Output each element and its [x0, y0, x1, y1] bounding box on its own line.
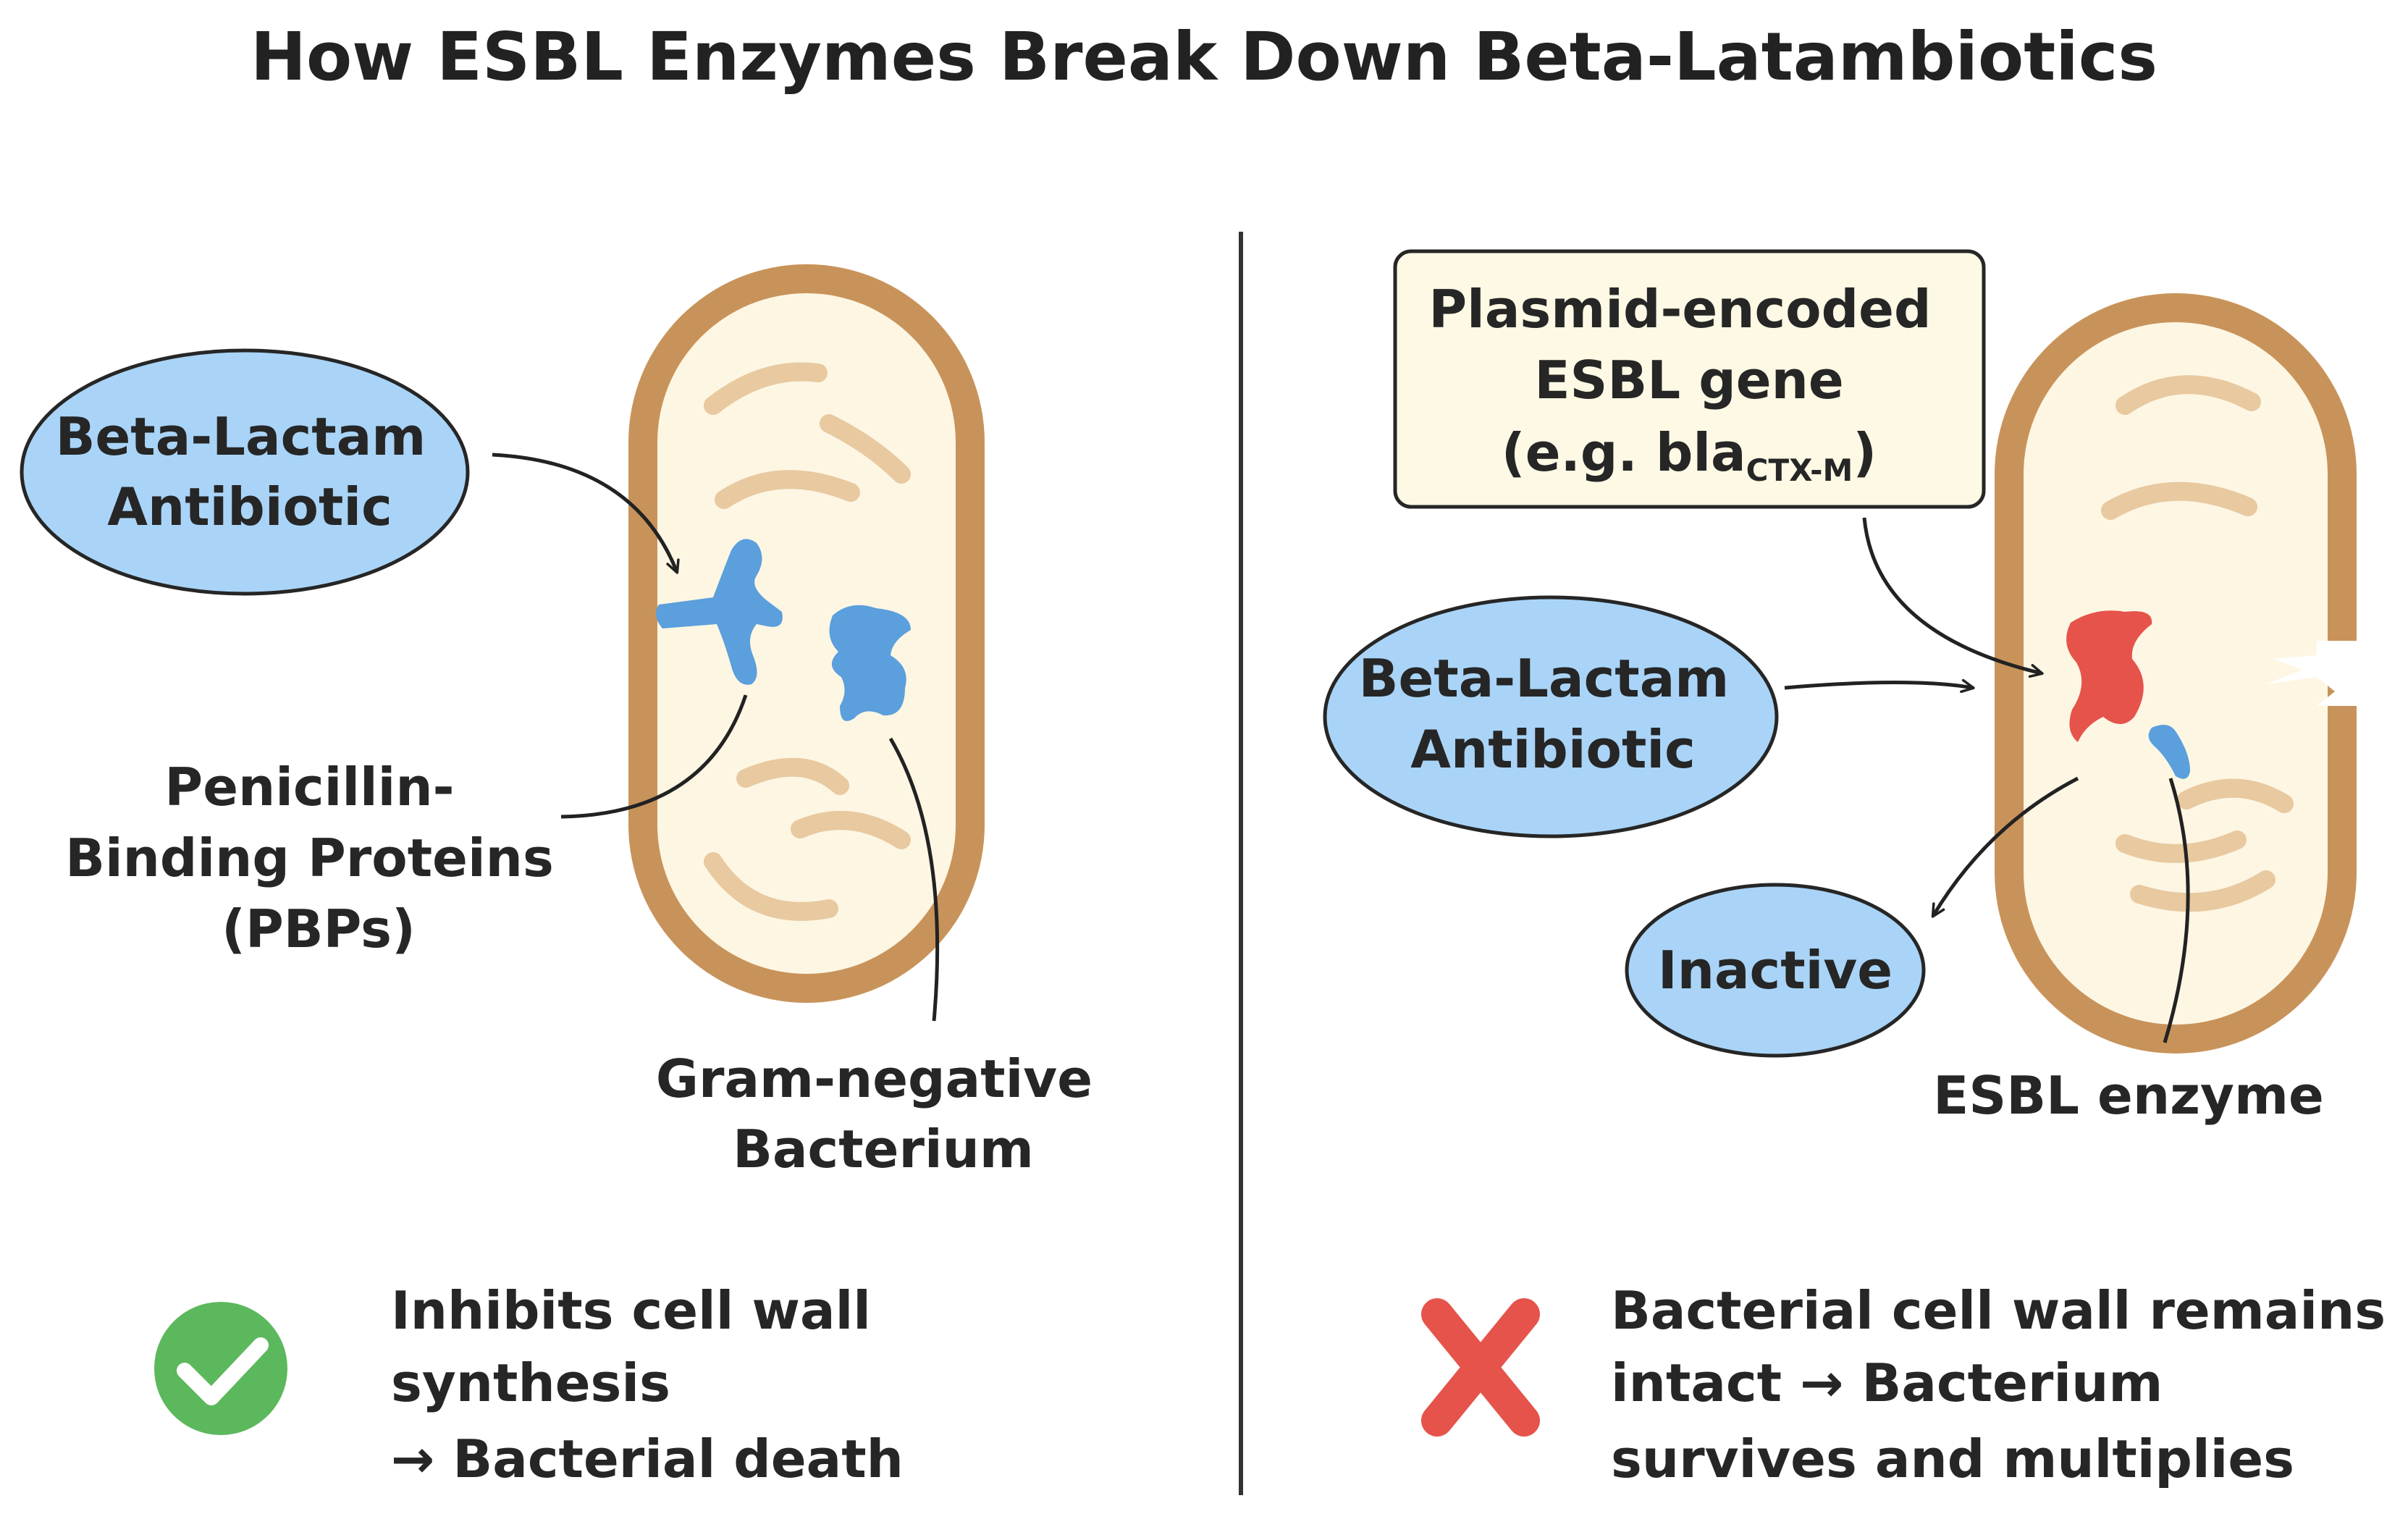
- pbp-label-line1: Penicillin-: [164, 757, 454, 817]
- antibiotic-to-enzyme-arrow: [1784, 678, 1975, 694]
- svg-text:Beta-Lactam Antibiotic: Beta-Lactam Antibiotic: [56, 406, 445, 537]
- gene-box-line3: (e.g. blaCTX-M): [1502, 422, 1877, 488]
- right-panel: Plasmid-encoded ESBL gene (e.g. blaCTX-M…: [1323, 249, 2404, 1489]
- pbp-protein-icon: [656, 539, 783, 685]
- gene-box-line2: ESBL gene: [1534, 350, 1843, 411]
- left-outcome-line3: → Bacterial death: [391, 1429, 904, 1489]
- esbl-enzyme-red-icon: [2066, 610, 2152, 742]
- enzyme-leader-line: [2163, 778, 2190, 1043]
- right-outcome-line1: Bacterial cell wall remains: [1611, 1280, 2386, 1341]
- svg-text:Beta-Lactam Antibiotic: Beta-Lactam Antibiotic: [1359, 648, 1748, 780]
- bacterium-label-line1: Gram-negative: [656, 1048, 1093, 1109]
- bacterium-cell-right: [1995, 293, 2364, 1054]
- gene-box: Plasmid-encoded ESBL gene (e.g. blaCTX-M…: [1393, 249, 1986, 509]
- pbp-label-line2: Binding Proteins: [65, 828, 554, 888]
- page-title: How ESBL Enzymes Break Down Beta-Latambi…: [251, 18, 2157, 96]
- dna-strands-left: [704, 362, 911, 921]
- pbp-leader-line: [560, 694, 748, 819]
- right-outcome-line3: survives and multiplies: [1611, 1429, 2294, 1489]
- antibiotic-bubble-left: Beta-Lactam Antibiotic: [20, 348, 470, 596]
- inactive-label: Inactive: [1658, 940, 1893, 1001]
- check-circle-icon: [154, 1302, 287, 1435]
- dna-strands-right: [2101, 375, 2294, 912]
- esbl-enzyme-blue-icon: [2148, 725, 2190, 779]
- antibiotic-label-line2: Antibiotic: [107, 476, 392, 537]
- right-outcome-text: Bacterial cell wall remains intact → Bac…: [1611, 1280, 2404, 1489]
- gene-to-enzyme-arrow: [1862, 517, 2044, 678]
- bacterium-cell-left: [628, 264, 985, 1003]
- bacterium-leader-line: [888, 737, 940, 1022]
- pbp-label: Penicillin- Binding Proteins (PBPs): [65, 757, 572, 959]
- svg-text:Plasmid-encoded ESBL g: Plasmid-encoded ESBL gene: [1428, 279, 1949, 411]
- gene-box-line1: Plasmid-encoded: [1428, 279, 1931, 340]
- right-outcome-line2: intact → Bacterium: [1611, 1353, 2163, 1413]
- bacterium-label-line2: Bacterium: [733, 1119, 1034, 1179]
- inactive-bubble: Inactive: [1625, 883, 1926, 1058]
- enzyme-label: ESBL enzyme: [1933, 1065, 2324, 1126]
- antibiotic-label-line1: Beta-Lactam: [56, 406, 426, 467]
- left-panel: Beta-Lactam Antibiotic Penicillin- Bindi…: [20, 264, 1111, 1489]
- left-outcome-line1: Inhibits cell wall: [391, 1280, 871, 1341]
- pbp-label-line3: (PBPs): [222, 899, 416, 959]
- left-outcome-text: Inhibits cell wall synthesis → Bacterial…: [391, 1280, 904, 1489]
- x-mark-icon: [1421, 1298, 1540, 1437]
- enzyme-to-inactive-arrow: [1931, 776, 2079, 918]
- antibiotic-right-line1: Beta-Lactam: [1359, 648, 1730, 709]
- left-outcome-line2: synthesis: [391, 1353, 670, 1413]
- protein-blob-icon: [829, 605, 911, 721]
- cell-wall-gap: [2266, 641, 2364, 706]
- bacterium-label: Gram-negative Bacterium: [656, 1048, 1111, 1179]
- antibiotic-right-line2: Antibiotic: [1410, 719, 1696, 780]
- antibiotic-to-pbp-arrow: [492, 453, 680, 574]
- antibiotic-bubble-right: Beta-Lactam Antibiotic: [1323, 595, 1779, 838]
